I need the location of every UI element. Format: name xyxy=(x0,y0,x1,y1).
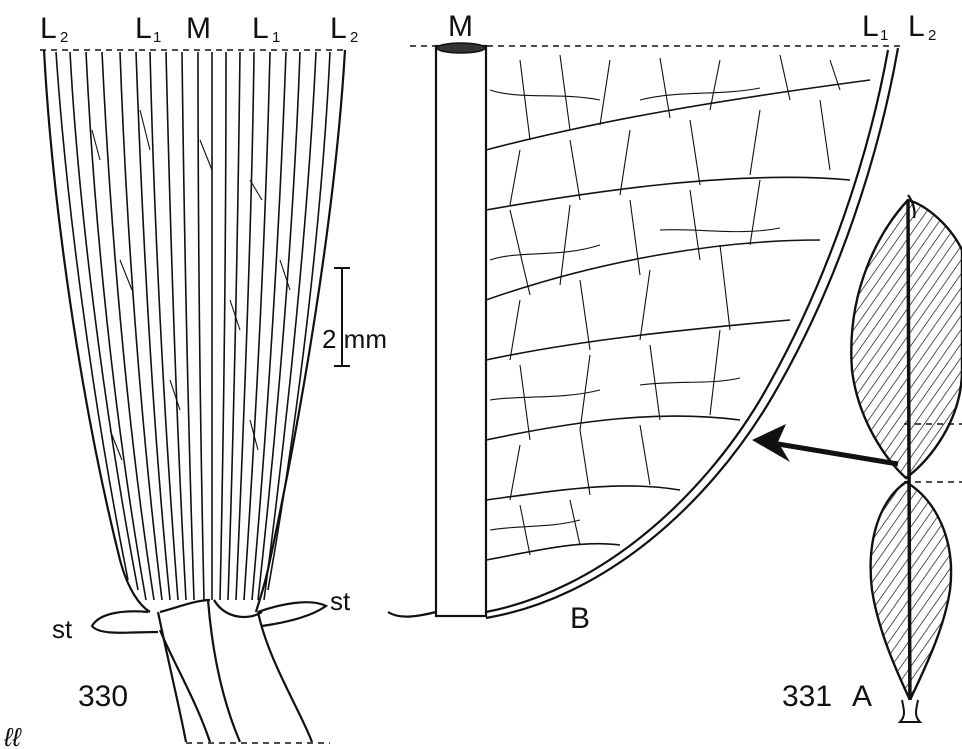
fig330-l1-right-sub: 1 xyxy=(272,29,280,46)
fig331b-l1-letter: L xyxy=(862,10,879,43)
fig330-l2-right-sub: 2 xyxy=(350,29,358,46)
fig330-l1-left-sub: 1 xyxy=(153,29,161,46)
fig330-leaf-base xyxy=(40,50,348,743)
scale-bar: 2 mm xyxy=(322,268,387,366)
fig330-l2-left-sub: 2 xyxy=(60,29,68,46)
fig330-stipule-left xyxy=(92,611,158,632)
fig331b-reticulate-veins xyxy=(490,55,840,555)
fig331b-panel-letter: B xyxy=(570,602,590,635)
fig330-label-l2-right: L 2 xyxy=(330,12,358,46)
fig331b-margin-inner xyxy=(486,50,888,612)
scale-bar-label: 2 mm xyxy=(322,324,387,354)
fig331b-label-l2: L 2 xyxy=(908,10,936,44)
artist-signature: ℓℓ xyxy=(3,722,22,749)
fig331a-panel-letter: A xyxy=(852,680,872,713)
fig331b-l2-sub: 2 xyxy=(928,27,936,44)
fig330-label-l1-right: L 1 xyxy=(252,12,280,46)
fig330-l1-left-letter: L xyxy=(135,12,152,45)
fig331a-base xyxy=(900,700,920,722)
fig331b-label-l1: L 1 xyxy=(862,10,888,44)
fig331b-midrib xyxy=(436,46,486,616)
fig330-l2-right-letter: L xyxy=(330,12,347,45)
fig331a-figure-number: 331 xyxy=(782,680,832,713)
fig330-label-st-left: st xyxy=(52,614,73,644)
fig330-l1-right-letter: L xyxy=(252,12,269,45)
fig331b-l2-letter: L xyxy=(908,10,925,43)
fig331b-midrib-section xyxy=(437,43,485,53)
fig330-stipule-right xyxy=(258,602,326,626)
fig330-petiole xyxy=(158,600,330,743)
fig330-cross-veins xyxy=(92,110,290,460)
fig330-figure-number: 330 xyxy=(78,680,128,713)
fig331b-base-curve xyxy=(388,612,436,617)
fig330-label-m: M xyxy=(186,12,211,45)
fig331b-half-leaf xyxy=(388,43,900,618)
fig330-veins xyxy=(56,52,330,600)
fig330-l2-left-letter: L xyxy=(40,12,57,45)
fig331b-label-m: M xyxy=(448,10,473,43)
fig330-label-l2-left: L 2 xyxy=(40,12,68,46)
fig330-label-st-right: st xyxy=(330,586,351,616)
fig331b-l1-sub: 1 xyxy=(880,27,888,44)
fig331a-rachis xyxy=(908,200,910,722)
fig330-label-l1-left: L 1 xyxy=(135,12,161,46)
